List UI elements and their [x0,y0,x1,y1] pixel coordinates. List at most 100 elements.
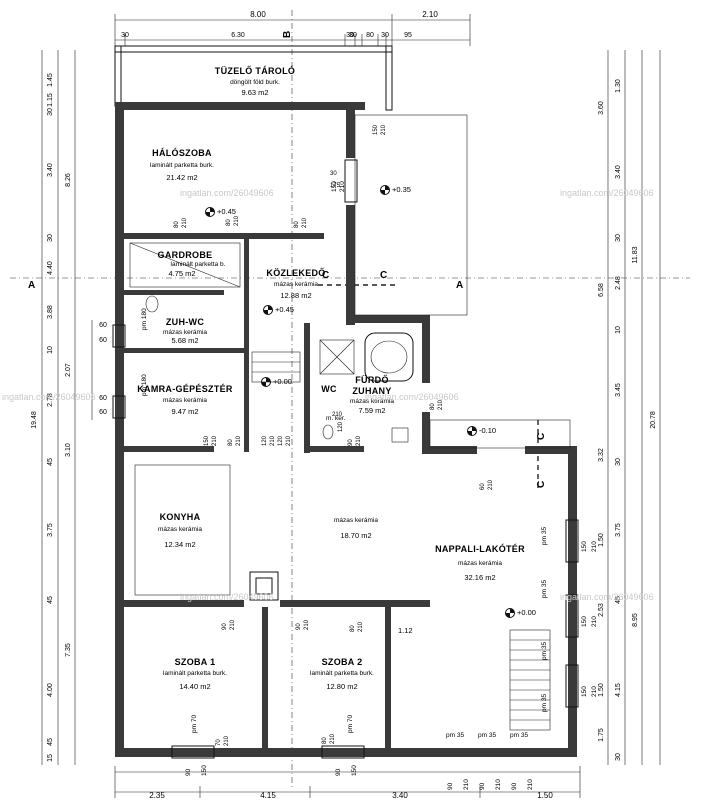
dim-right2: 11.83 [632,246,639,263]
dim-top2: 30 [346,32,354,39]
room-finish: mázas kerámia [458,560,502,567]
dim-left2: 8.26 [65,173,72,187]
door-dim: 210 [358,621,364,632]
room-finish: döngölt föld burk. [230,79,280,86]
room-labels: TÜZELŐ TÁROLÓ döngölt föld burk. 9.63 m2… [137,65,525,691]
dim-right: 30 [615,234,622,242]
dim-right: 45 [615,596,622,604]
room-tuzelo: TÜZELŐ TÁROLÓ döngölt föld burk. 9.63 m2 [215,65,295,97]
room-finish: laminált parketta burk. [163,670,227,677]
dim-top2: 30 [381,32,389,39]
pm-label: pm 35 [478,732,496,739]
section-a-left: A [28,280,35,291]
dim-top-total: 8.00 [250,10,266,19]
door-dim: 90 [296,623,302,630]
pm-label: pm 35 [541,642,548,660]
dim-bottom2: 90 [511,782,518,790]
win-dim: 150 [331,181,338,192]
room-name: GARDROBE [158,250,213,260]
dim-left: 1.45 [47,73,54,87]
room-area: 5.68 m2 [171,336,198,345]
dim-right: 30 [615,458,622,466]
level-marker: +0.35 [380,185,411,195]
dim-right: 2.53 [598,603,605,617]
door-dim: 60 [480,483,486,490]
dim-right: 10 [615,326,622,334]
section-b: B [282,31,293,38]
top-dimensions: 8.00 2.10 30 6.30 30 30 80 30 95 [114,10,471,46]
level-value: +0.45 [217,207,236,216]
dim-left: 2.78 [47,393,54,407]
dim-left-total: 19.48 [31,411,38,429]
level-value: +0.35 [392,185,411,194]
pm-label: pm 35 [541,694,548,712]
room-finish: mázas kerámia [163,397,207,404]
dim-left: 4.40 [47,261,54,275]
room-nappali: NAPPALI-LAKÓTÉR mázas kerámia 32.16 m2 [435,543,525,582]
section-c: C [380,270,387,281]
section-c: C [536,481,547,488]
room-area: 32.16 m2 [464,573,495,582]
level-marker: +0.00 [261,377,292,387]
room-name: TÜZELŐ TÁROLÓ [215,65,295,76]
bottom-window-dims: 90 150 90 150 90 210 90 210 90 210 [185,765,534,790]
dim-bottom2: 90 [335,768,342,776]
door-dim: 210 [330,733,336,744]
pm-label: pm 35 [446,732,464,739]
misc-labels: pm 180 pm 180 pm 70 pm 70 pm 35 pm 35 pm… [141,308,548,739]
door-dim: 210 [332,412,343,418]
dim-left: 30 [47,108,54,116]
door-dim: 80 [430,403,436,410]
room-haloszoba: HÁLÓSZOBA laminált parketta burk. 21.42 … [150,147,214,182]
fixtures [129,114,571,731]
door-dim: 80 [294,221,300,228]
section-a-right: A [456,280,463,291]
door-dim: 210 [234,215,240,226]
wc-label: WC [321,384,337,394]
door-dim: 210 [230,619,236,630]
level-value: +0.45 [275,305,294,314]
door-dim: 70 [216,739,222,746]
pm-label: pm 35 [541,580,548,598]
door-dim: 90 [222,623,228,630]
door-dim: 150 [204,435,210,446]
walls [114,45,577,757]
dim-bottom2: 90 [479,782,486,790]
door-dim: 210 [270,435,276,446]
room-area: 14.40 m2 [179,682,210,691]
pm-label: pm 70 [191,715,198,733]
room-name: FÜRDŐ [355,374,389,385]
watermark: ingatlan.com/26049606 [365,392,459,402]
dim-bottom: 4.15 [260,791,276,800]
watermark: ingatlan.com/26049606 [180,592,274,602]
door-dim: 175 [330,183,341,189]
level-value: +0.00 [273,377,292,386]
room-area: 12.34 m2 [164,540,195,549]
dim-top2: 30 [349,32,357,39]
room-finish: mázas kerámia [334,517,378,524]
pm-label: pm 35 [510,732,528,739]
pm-label: pm 180 [141,308,148,330]
room-konyha: KONYHA mázas kerámia 12.34 m2 [158,512,202,549]
dim-left: 15 [47,754,54,762]
door-dim: 210 [224,735,230,746]
door-dim: 80 [322,737,328,744]
dim-left: 3.88 [47,305,54,319]
dim-top2: 95 [404,32,412,39]
room-area: 12.80 m2 [326,682,357,691]
dim-bottom2: 210 [463,779,470,790]
dim-bottom: 3.40 [392,791,408,800]
dim-right: 4.15 [615,683,622,697]
door-dim: 210 [286,435,292,446]
win-dim: 150 [581,686,588,697]
room-name: HÁLÓSZOBA [152,147,212,158]
dim-bottom: 1.50 [537,791,553,800]
dim-top2: 6.30 [231,32,245,39]
dim-left2: 7.35 [65,643,72,657]
room-area: 21.42 m2 [166,173,197,182]
room-name: KAMRA-GÉPÉSZTÉR [137,384,233,394]
dim-left: 3.40 [47,163,54,177]
section-c: C [536,433,547,440]
pm-label: pm 35 [541,527,548,545]
